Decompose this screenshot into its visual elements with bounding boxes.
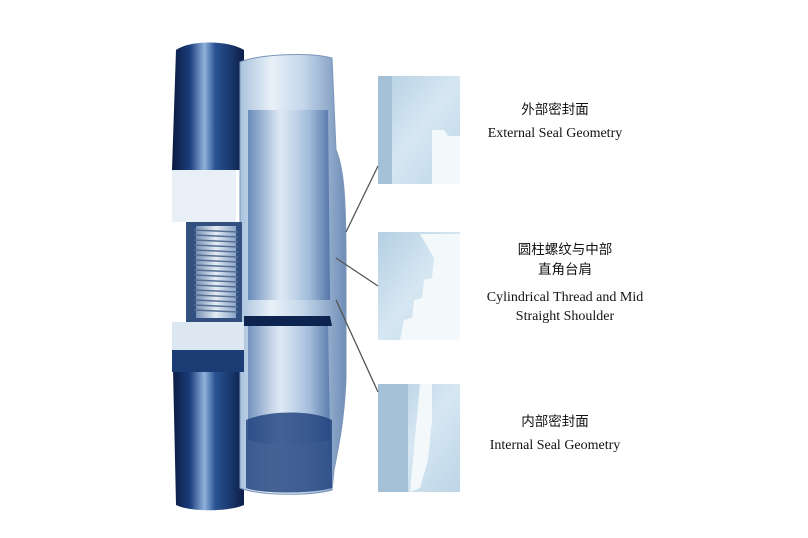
thread-ridge — [193, 229, 239, 233]
thread-ridge — [193, 239, 239, 243]
upper-pipe — [172, 42, 244, 222]
thread-ridge — [193, 309, 239, 313]
detail-panel-thread — [378, 232, 460, 340]
label-cylindrical-thread: 圆柱螺纹与中部 直角台肩 Cylindrical Thread and Mid … — [470, 240, 660, 326]
label-cylindrical-thread-en-line2: Straight Shoulder — [515, 309, 615, 324]
detail-panel-external — [378, 76, 460, 184]
label-cylindrical-thread-zh-line2: 直角台肩 — [538, 262, 592, 278]
detail-panel-internal — [378, 384, 460, 492]
thread-ridge — [193, 234, 239, 238]
coupling-body — [239, 54, 347, 495]
label-external-seal-zh: 外部密封面 — [521, 102, 589, 118]
thread-ridge — [193, 259, 239, 263]
thread-ridge — [193, 249, 239, 253]
leader-lines — [335, 165, 379, 393]
label-internal-seal: 内部密封面 Internal Seal Geometry — [470, 412, 640, 455]
label-cylindrical-thread-en-line1: Cylindrical Thread and Mid — [486, 290, 644, 305]
thread-ridge — [193, 304, 239, 308]
thread-ridge — [193, 264, 239, 268]
thread-ridge — [193, 289, 239, 293]
leader-line-external — [345, 165, 379, 233]
label-external-seal: 外部密封面 External Seal Geometry — [470, 100, 640, 143]
mid-shoulder — [172, 316, 332, 372]
thread-ridge — [193, 299, 239, 303]
label-external-seal-en: External Seal Geometry — [487, 126, 623, 141]
thread-ridge — [193, 269, 239, 273]
label-internal-seal-zh: 内部密封面 — [521, 414, 589, 430]
thread-ridge — [193, 274, 239, 278]
thread-ridge — [193, 284, 239, 288]
leader-line-internal — [335, 299, 379, 393]
thread-ridge — [193, 244, 239, 248]
label-internal-seal-en: Internal Seal Geometry — [489, 438, 621, 453]
thread-ridge — [193, 294, 239, 298]
leader-line-thread — [335, 257, 379, 287]
label-cylindrical-thread-zh-line1: 圆柱螺纹与中部 — [517, 242, 613, 258]
thread-ridge — [193, 254, 239, 258]
thread-ridge — [193, 279, 239, 283]
thread-section — [186, 222, 242, 322]
